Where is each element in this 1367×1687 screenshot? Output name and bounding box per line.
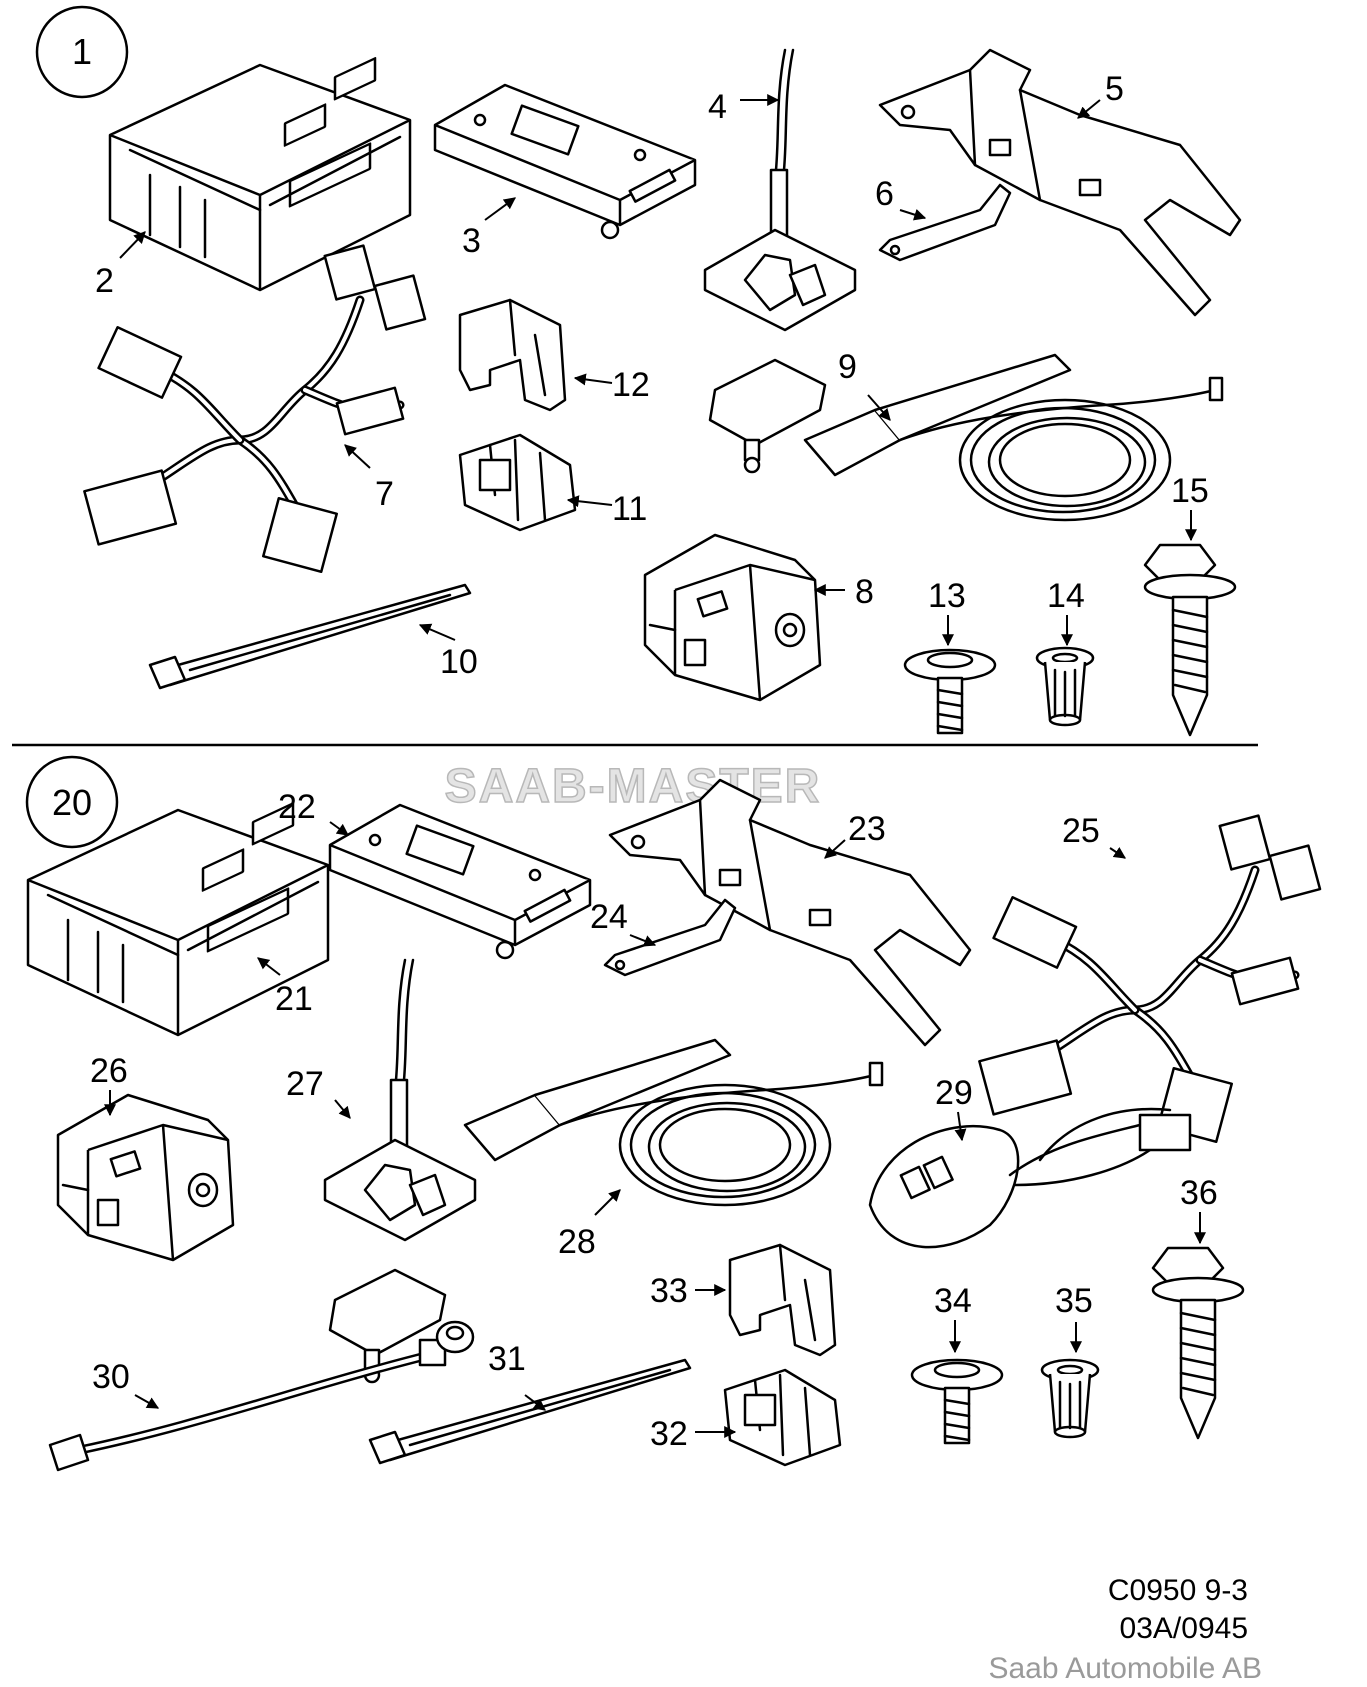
callout-21: 21 xyxy=(275,980,313,1018)
callout-13: 13 xyxy=(928,577,966,615)
part-13-bolt xyxy=(903,648,997,735)
callout-9: 9 xyxy=(838,348,857,386)
part-27-antenna xyxy=(323,958,477,1384)
callout-2: 2 xyxy=(95,262,114,300)
part-11-holder xyxy=(458,433,577,532)
callout-33: 33 xyxy=(650,1272,688,1310)
callout-31: 31 xyxy=(488,1340,526,1378)
callout-5: 5 xyxy=(1105,70,1124,108)
callout-22: 22 xyxy=(278,788,316,826)
part-26-switch xyxy=(56,1093,235,1262)
callout-36: 36 xyxy=(1180,1174,1218,1212)
part-3-module xyxy=(433,83,697,240)
part-36-screw xyxy=(1151,1246,1245,1440)
callout-26: 26 xyxy=(90,1052,128,1090)
callout-7: 7 xyxy=(375,475,394,513)
part-28-cable xyxy=(463,1038,884,1207)
callout-29: 29 xyxy=(935,1074,973,1112)
part-10-tie xyxy=(148,583,472,690)
watermark: SAAB-MASTER xyxy=(445,760,822,813)
callout-25: 25 xyxy=(1062,812,1100,850)
part-5-bracket xyxy=(878,48,1242,317)
callout-3: 3 xyxy=(462,222,481,260)
callout-23: 23 xyxy=(848,810,886,848)
group-1-badge xyxy=(35,5,129,99)
diagram-revision: 03A/0945 xyxy=(1120,1612,1248,1645)
group-1: 1 2 3 xyxy=(35,5,1242,737)
part-31-tie xyxy=(368,1358,692,1465)
callout-14: 14 xyxy=(1047,577,1085,615)
part-23-bracket xyxy=(608,778,972,1047)
callout-10: 10 xyxy=(440,643,478,681)
group-20-badge xyxy=(25,755,119,849)
part-6-clip xyxy=(878,183,1012,262)
part-14-nut xyxy=(1035,646,1095,727)
group-20: 20 xyxy=(25,755,1320,1470)
part-35-nut xyxy=(1040,1358,1100,1439)
diagram-code: C0950 9-3 xyxy=(1108,1574,1248,1607)
part-29-remote xyxy=(868,1107,1192,1249)
callout-12: 12 xyxy=(612,366,650,404)
part-4-antenna xyxy=(703,48,857,474)
callout-11: 11 xyxy=(612,490,647,528)
part-8-switch xyxy=(643,533,822,702)
part-33-holder xyxy=(728,1243,837,1357)
callout-34: 34 xyxy=(934,1282,972,1320)
part-32-holder xyxy=(723,1368,842,1467)
part-22-module xyxy=(328,803,592,960)
part-7-harness xyxy=(84,246,425,572)
part-15-screw xyxy=(1143,543,1237,737)
group-20-number: 20 xyxy=(52,782,92,823)
callout-24: 24 xyxy=(590,898,628,936)
copyright-notice: Saab Automobile AB xyxy=(988,1652,1262,1685)
group-20-leaders xyxy=(104,821,1206,1438)
part-12-holder xyxy=(458,298,567,412)
callout-6: 6 xyxy=(875,175,894,213)
callout-15: 15 xyxy=(1171,472,1209,510)
callout-35: 35 xyxy=(1055,1282,1093,1320)
part-25-harness xyxy=(979,816,1320,1142)
part-9-cable xyxy=(803,353,1224,522)
group-1-number: 1 xyxy=(72,31,92,72)
callout-30: 30 xyxy=(92,1358,130,1396)
callout-8: 8 xyxy=(855,573,874,611)
callout-27: 27 xyxy=(286,1065,324,1103)
callout-28: 28 xyxy=(558,1223,596,1261)
callout-4: 4 xyxy=(708,88,727,126)
part-34-bolt xyxy=(910,1358,1004,1445)
group-1-leaders xyxy=(119,94,1197,647)
callout-32: 32 xyxy=(650,1415,688,1453)
